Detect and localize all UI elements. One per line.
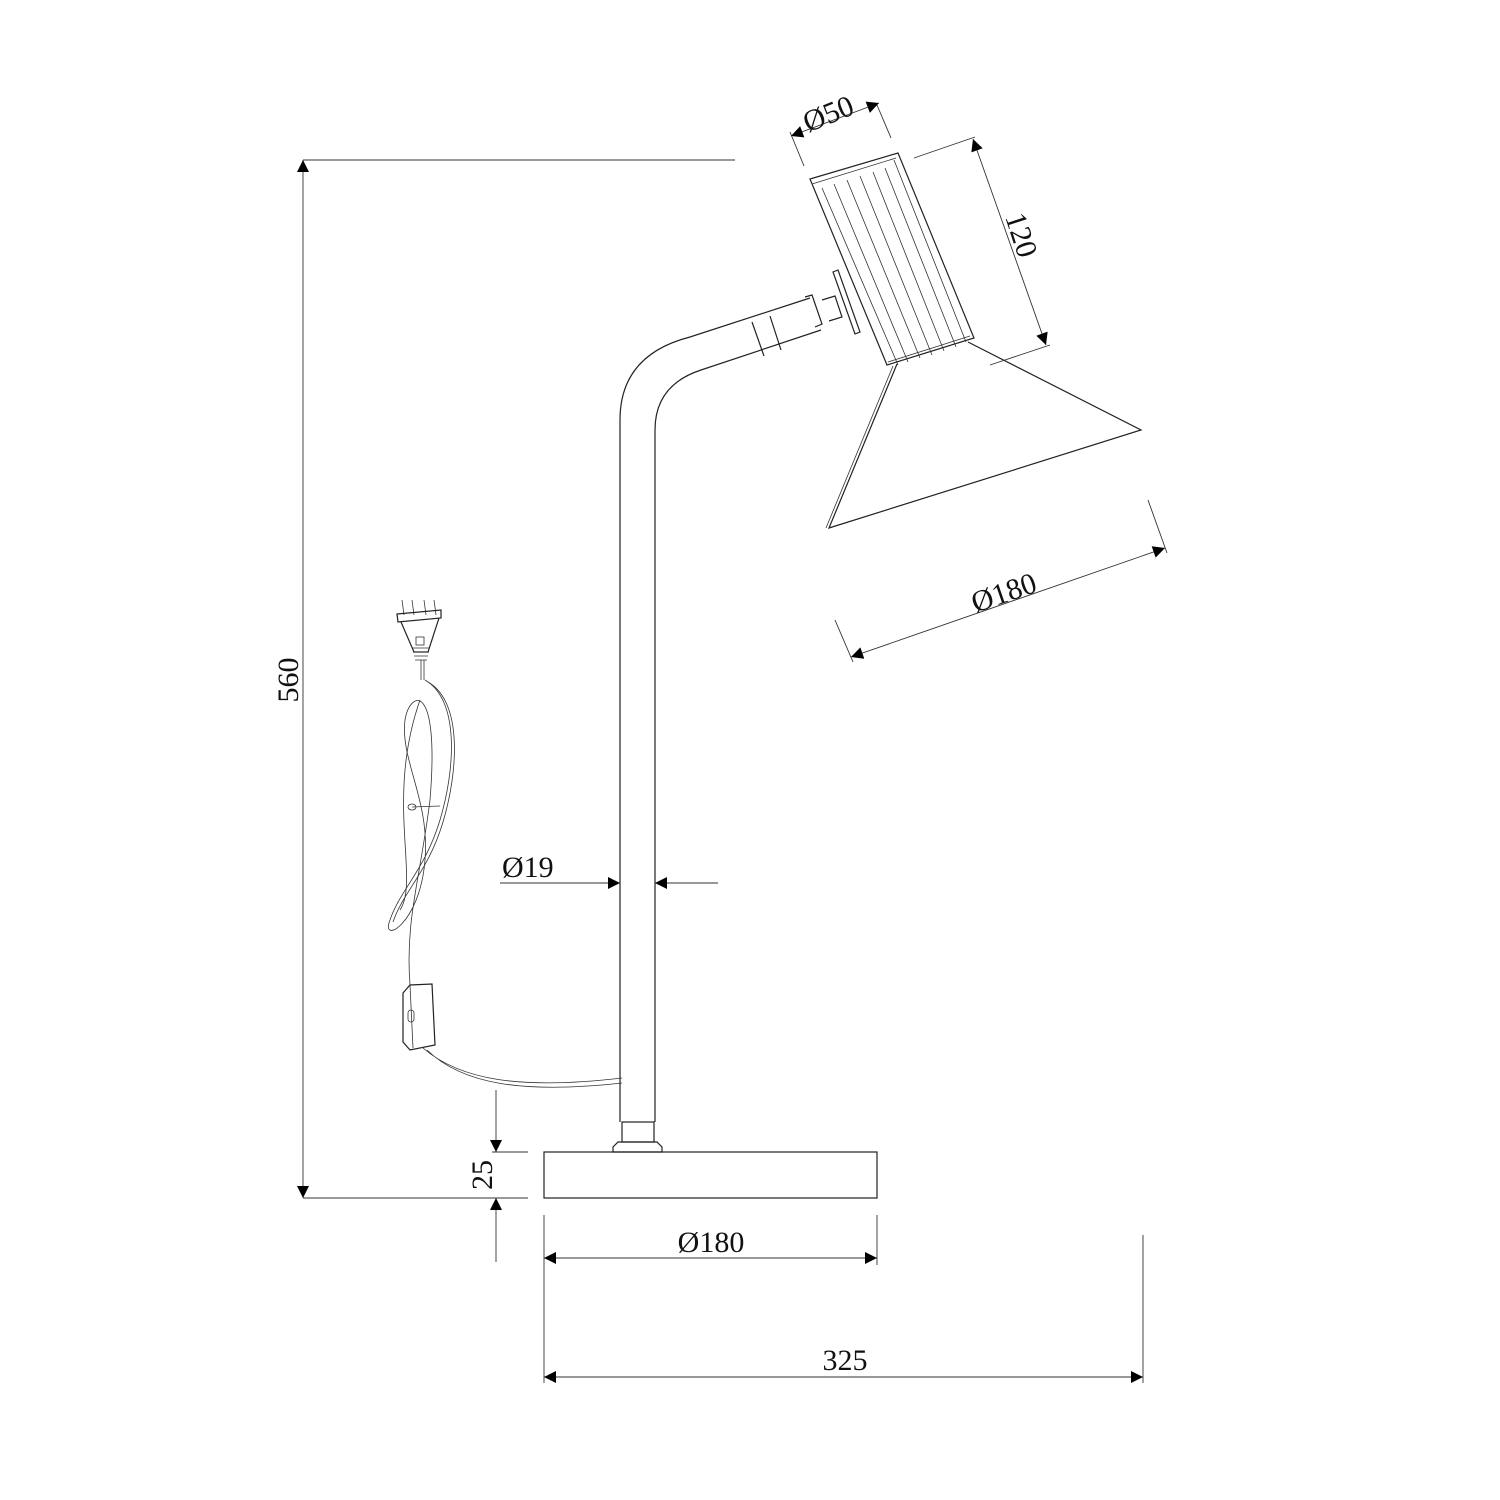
dim-pole-diameter: Ø19 [500, 851, 718, 889]
dim-base-height: 25 [466, 1090, 528, 1262]
lamp-pole [619, 294, 843, 1122]
dim-label-560: 560 [272, 658, 305, 703]
dim-overall-height: 560 [272, 159, 735, 1199]
lamp-base [543, 1151, 878, 1199]
dim-label-25: 25 [466, 1160, 499, 1190]
dim-label-120: 120 [998, 209, 1043, 262]
dim-shade-diameter: Ø180 [834, 499, 1168, 663]
pole-collar [612, 1121, 663, 1153]
power-cord [388, 599, 623, 1088]
dim-label-19: Ø19 [502, 851, 554, 884]
dim-head-length: 120 [913, 136, 1051, 366]
dim-label-325: 325 [823, 1344, 868, 1377]
dim-base-diameter: Ø180 [543, 1215, 878, 1265]
dim-head-diameter: Ø50 [789, 89, 892, 167]
dim-label-base-180: Ø180 [678, 1226, 745, 1259]
lamp-head [809, 152, 975, 366]
mount-plate [832, 269, 861, 335]
dim-label-50: Ø50 [798, 89, 858, 139]
lamp-shade [825, 341, 1143, 529]
dim-label-shade-180: Ø180 [967, 567, 1041, 620]
dim-overall-width: 325 [543, 1235, 1144, 1383]
